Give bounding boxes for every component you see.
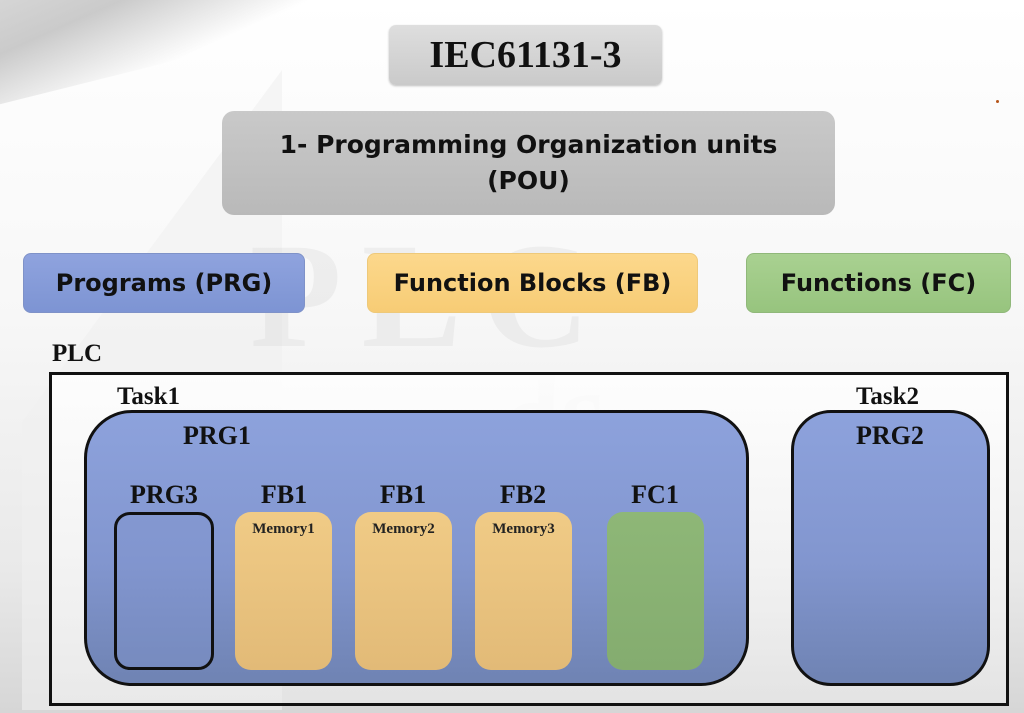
prg2-container: [791, 410, 990, 686]
fb2-label: FB2: [499, 480, 547, 509]
background-swoosh: [0, 0, 389, 110]
pou-heading-line2: (POU): [487, 166, 570, 195]
fb1-second-label: FB1: [379, 480, 427, 509]
fb1-label: FB1: [260, 480, 308, 509]
task1-label: Task1: [117, 383, 181, 410]
plc-label: PLC: [52, 340, 102, 367]
fb1-second-block: Memory2: [355, 512, 452, 670]
category-function-blocks: Function Blocks (FB): [367, 253, 698, 313]
category-functions: Functions (FC): [746, 253, 1011, 313]
task2-label: Task2: [856, 383, 920, 410]
memory2-label: Memory2: [372, 521, 435, 537]
laser-pointer-dot: [996, 100, 999, 103]
fc1-block: [607, 512, 704, 670]
prg3-label: PRG3: [130, 480, 198, 509]
pou-heading: 1- Programming Organization units (POU): [222, 111, 835, 215]
category-programs: Programs (PRG): [23, 253, 305, 313]
pou-heading-line1: 1- Programming Organization units: [279, 130, 778, 159]
prg2-label: PRG2: [856, 421, 924, 450]
prg1-label: PRG1: [183, 421, 251, 450]
memory1-label: Memory1: [252, 521, 315, 537]
prg3-block: [114, 512, 214, 670]
standard-title: IEC61131-3: [389, 25, 662, 85]
fb1-block: Memory1: [235, 512, 332, 670]
fb2-block: Memory3: [475, 512, 572, 670]
fc1-label: FC1: [631, 480, 679, 509]
memory3-label: Memory3: [492, 521, 555, 537]
